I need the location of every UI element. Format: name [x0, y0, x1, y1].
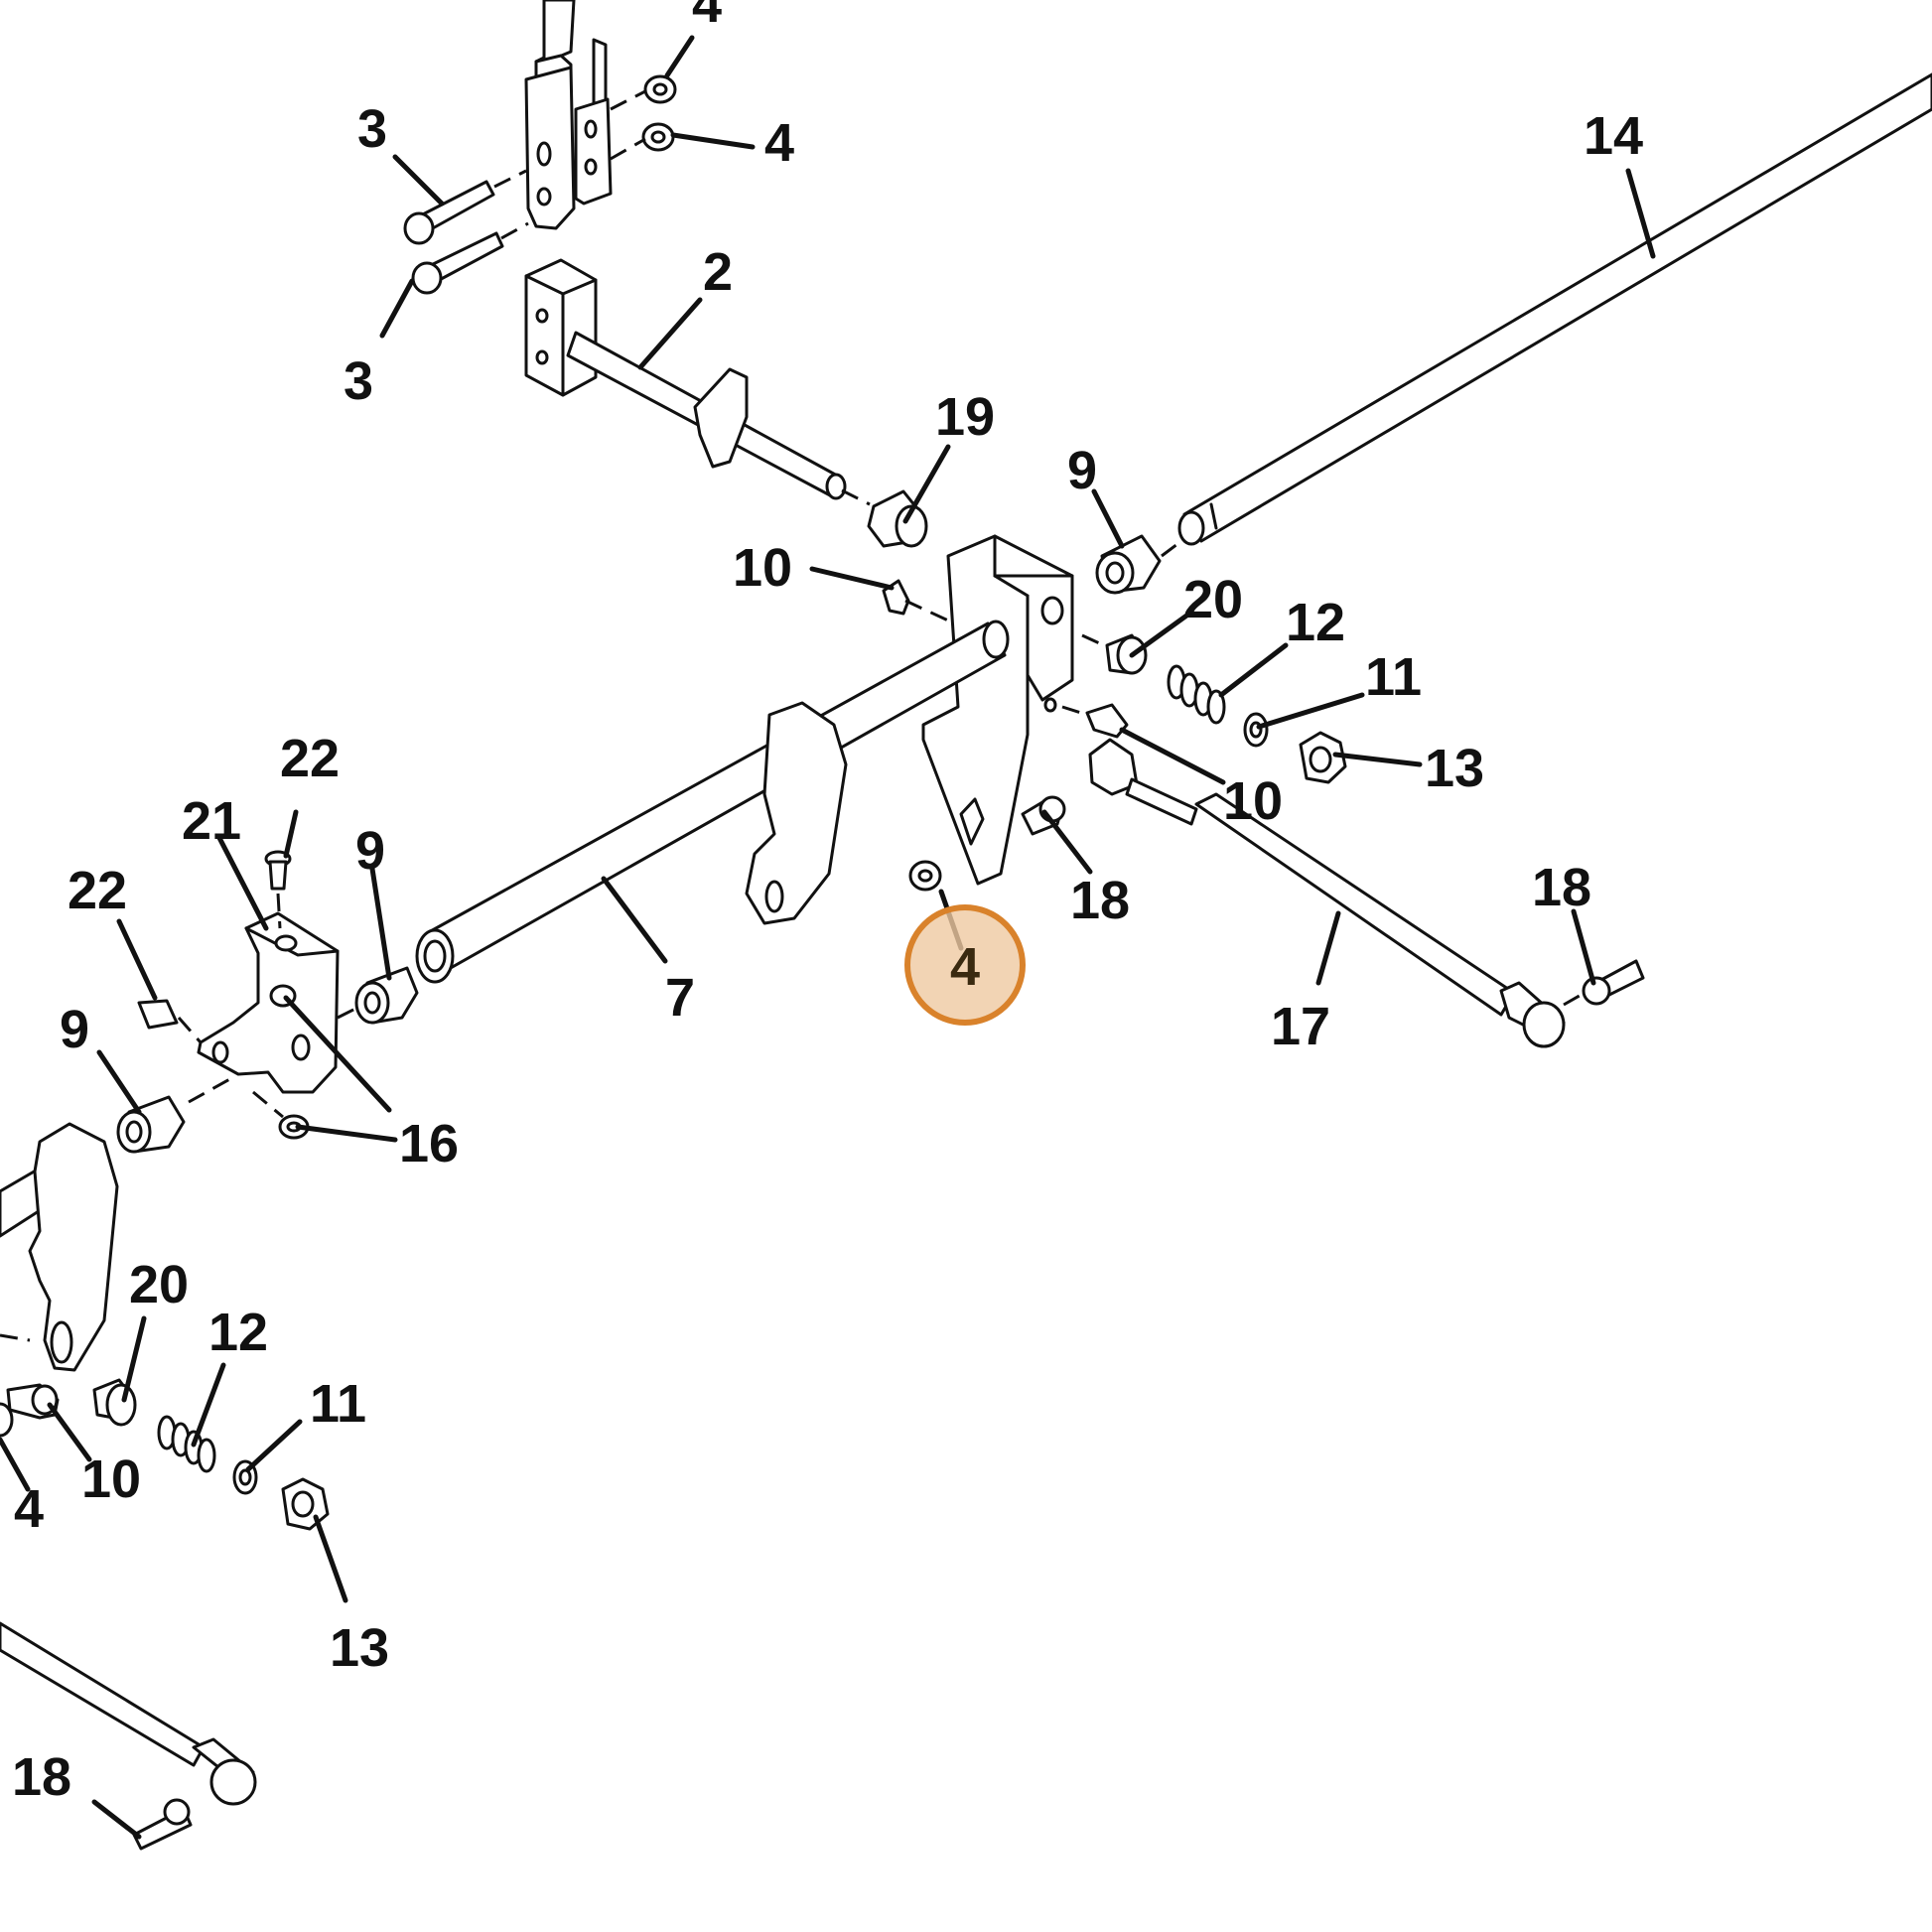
tube-arm-plate — [745, 701, 848, 925]
callout-18[interactable]: 18 — [12, 1747, 71, 1807]
callout-labels: 4 3 4 14 2 3 19 9 10 20 12 11 13 10 22 2… — [12, 0, 1643, 1807]
bushing-9-right — [1095, 534, 1182, 595]
callout-12[interactable]: 12 — [1286, 593, 1345, 652]
highlight-label: 4 — [950, 937, 980, 997]
rod-14 — [1177, 72, 1932, 546]
callout-3[interactable]: 3 — [357, 99, 387, 159]
bolt-10-right — [1061, 703, 1129, 739]
callout-3[interactable]: 3 — [344, 351, 373, 411]
top-bolts — [403, 169, 529, 295]
highlighted-callout[interactable]: 4 — [904, 904, 1026, 1026]
leader-lines — [0, 35, 1656, 1840]
callout-12[interactable]: 12 — [208, 1303, 268, 1362]
rivet-22-left — [137, 999, 203, 1043]
bracket-21 — [197, 911, 340, 1094]
callout-18[interactable]: 18 — [1532, 858, 1591, 917]
callout-2[interactable]: 2 — [703, 242, 733, 302]
callout-10[interactable]: 10 — [1223, 771, 1283, 831]
callout-10[interactable]: 10 — [733, 538, 792, 598]
callout-4[interactable]: 4 — [764, 113, 794, 173]
callout-20[interactable]: 20 — [129, 1255, 189, 1314]
callout-4[interactable]: 4 — [14, 1479, 44, 1539]
rod-17 — [1088, 738, 1566, 1048]
ball-stud-18-right — [1563, 959, 1645, 1007]
upper-lift-arms — [524, 0, 613, 230]
callout-9[interactable]: 9 — [355, 821, 385, 881]
callout-19[interactable]: 19 — [935, 387, 995, 447]
callout-20[interactable]: 20 — [1183, 570, 1243, 629]
callout-7[interactable]: 7 — [665, 968, 695, 1028]
callout-9[interactable]: 9 — [60, 1000, 89, 1059]
callout-21[interactable]: 21 — [182, 791, 241, 851]
callout-10[interactable]: 10 — [81, 1449, 141, 1509]
left-hardware — [0, 1378, 330, 1531]
center-bracket — [921, 534, 1074, 886]
callout-13[interactable]: 13 — [330, 1618, 389, 1678]
rivet-22-upper — [264, 850, 292, 929]
left-arm-plate — [0, 1122, 119, 1372]
bushing-19 — [841, 488, 928, 548]
callout-18[interactable]: 18 — [1070, 871, 1130, 930]
callout-17[interactable]: 17 — [1271, 997, 1330, 1056]
ball-stud-18-left — [132, 1798, 193, 1851]
callout-11[interactable]: 11 — [1365, 647, 1422, 707]
callout-4[interactable]: 4 — [692, 0, 722, 34]
callout-22[interactable]: 22 — [280, 729, 340, 788]
callout-16[interactable]: 16 — [399, 1114, 459, 1173]
bushing-9-left — [116, 1075, 234, 1154]
bushing-9-mid — [337, 966, 419, 1025]
callout-11[interactable]: 11 — [310, 1374, 366, 1434]
nut-16 — [252, 1090, 310, 1140]
bottom-left-rod — [0, 1621, 257, 1806]
callout-14[interactable]: 14 — [1584, 106, 1643, 166]
shaft-2 — [566, 331, 847, 500]
top-nuts — [610, 74, 677, 161]
callout-9[interactable]: 9 — [1067, 441, 1097, 500]
highlight-circle[interactable] — [904, 904, 1026, 1026]
callout-13[interactable]: 13 — [1425, 739, 1484, 798]
callout-22[interactable]: 22 — [68, 861, 127, 920]
nut-4-center — [908, 860, 942, 892]
shaft-block — [524, 258, 598, 397]
